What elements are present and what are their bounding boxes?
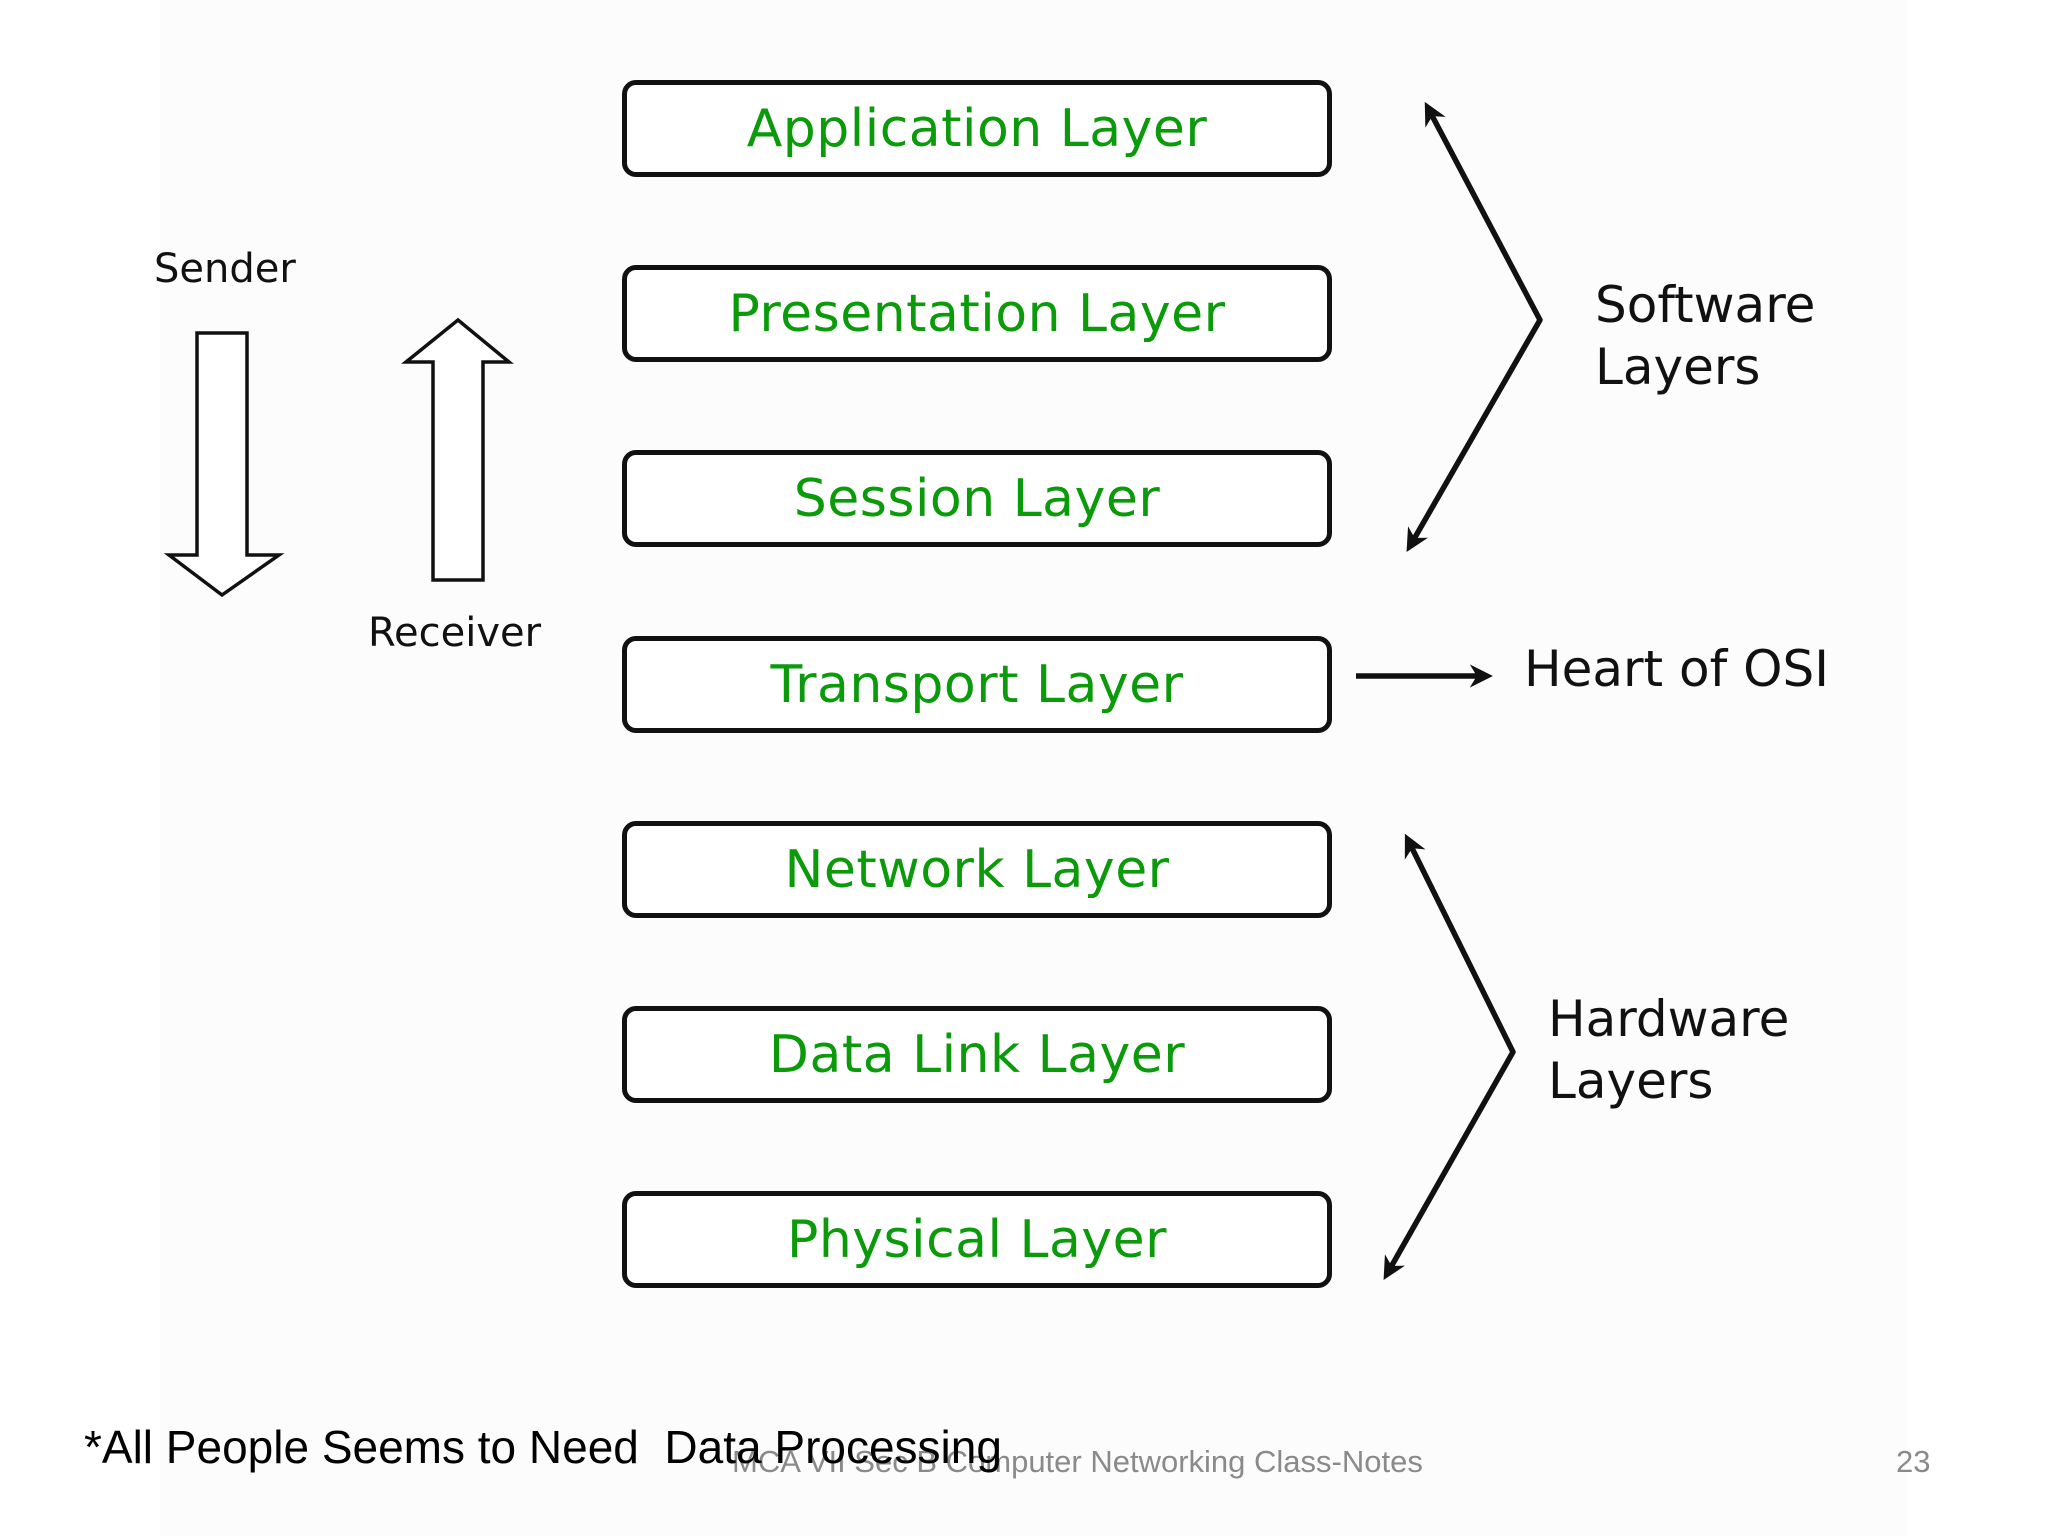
course-footer: MCA VII Sec B Computer Networking Class-…	[732, 1444, 1423, 1479]
presentation-layer-label: Presentation Layer	[728, 283, 1226, 344]
network-layer-label: Network Layer	[784, 839, 1170, 900]
software-layers-label: Software Layers	[1595, 274, 1815, 398]
hardware-layers-label: Hardware Layers	[1548, 988, 1789, 1112]
transport-layer-box: Transport Layer	[622, 636, 1332, 733]
transport-layer-label: Transport Layer	[770, 654, 1184, 715]
sender-label: Sender	[154, 246, 296, 292]
application-layer-label: Application Layer	[746, 98, 1208, 159]
application-layer-box: Application Layer	[622, 80, 1332, 177]
hardware-layers-line1: Hardware	[1548, 990, 1790, 1048]
hardware-layers-line2: Layers	[1548, 1052, 1714, 1110]
diagram-panel	[160, 0, 1906, 1536]
physical-layer-box: Physical Layer	[622, 1191, 1332, 1288]
page-number: 23	[1896, 1444, 1931, 1479]
session-layer-label: Session Layer	[793, 468, 1161, 529]
data-link-layer-box: Data Link Layer	[622, 1006, 1332, 1103]
presentation-layer-box: Presentation Layer	[622, 265, 1332, 362]
network-layer-box: Network Layer	[622, 821, 1332, 918]
data-link-layer-label: Data Link Layer	[768, 1024, 1186, 1085]
session-layer-box: Session Layer	[622, 450, 1332, 547]
receiver-label: Receiver	[368, 610, 542, 656]
osi-mnemonic: *All People Seems to Need Data Processin…	[84, 1421, 1002, 1473]
heart-of-osi-label: Heart of OSI	[1524, 640, 1829, 698]
software-layers-line2: Layers	[1595, 338, 1761, 396]
physical-layer-label: Physical Layer	[786, 1209, 1168, 1270]
software-layers-line1: Software	[1595, 276, 1816, 334]
